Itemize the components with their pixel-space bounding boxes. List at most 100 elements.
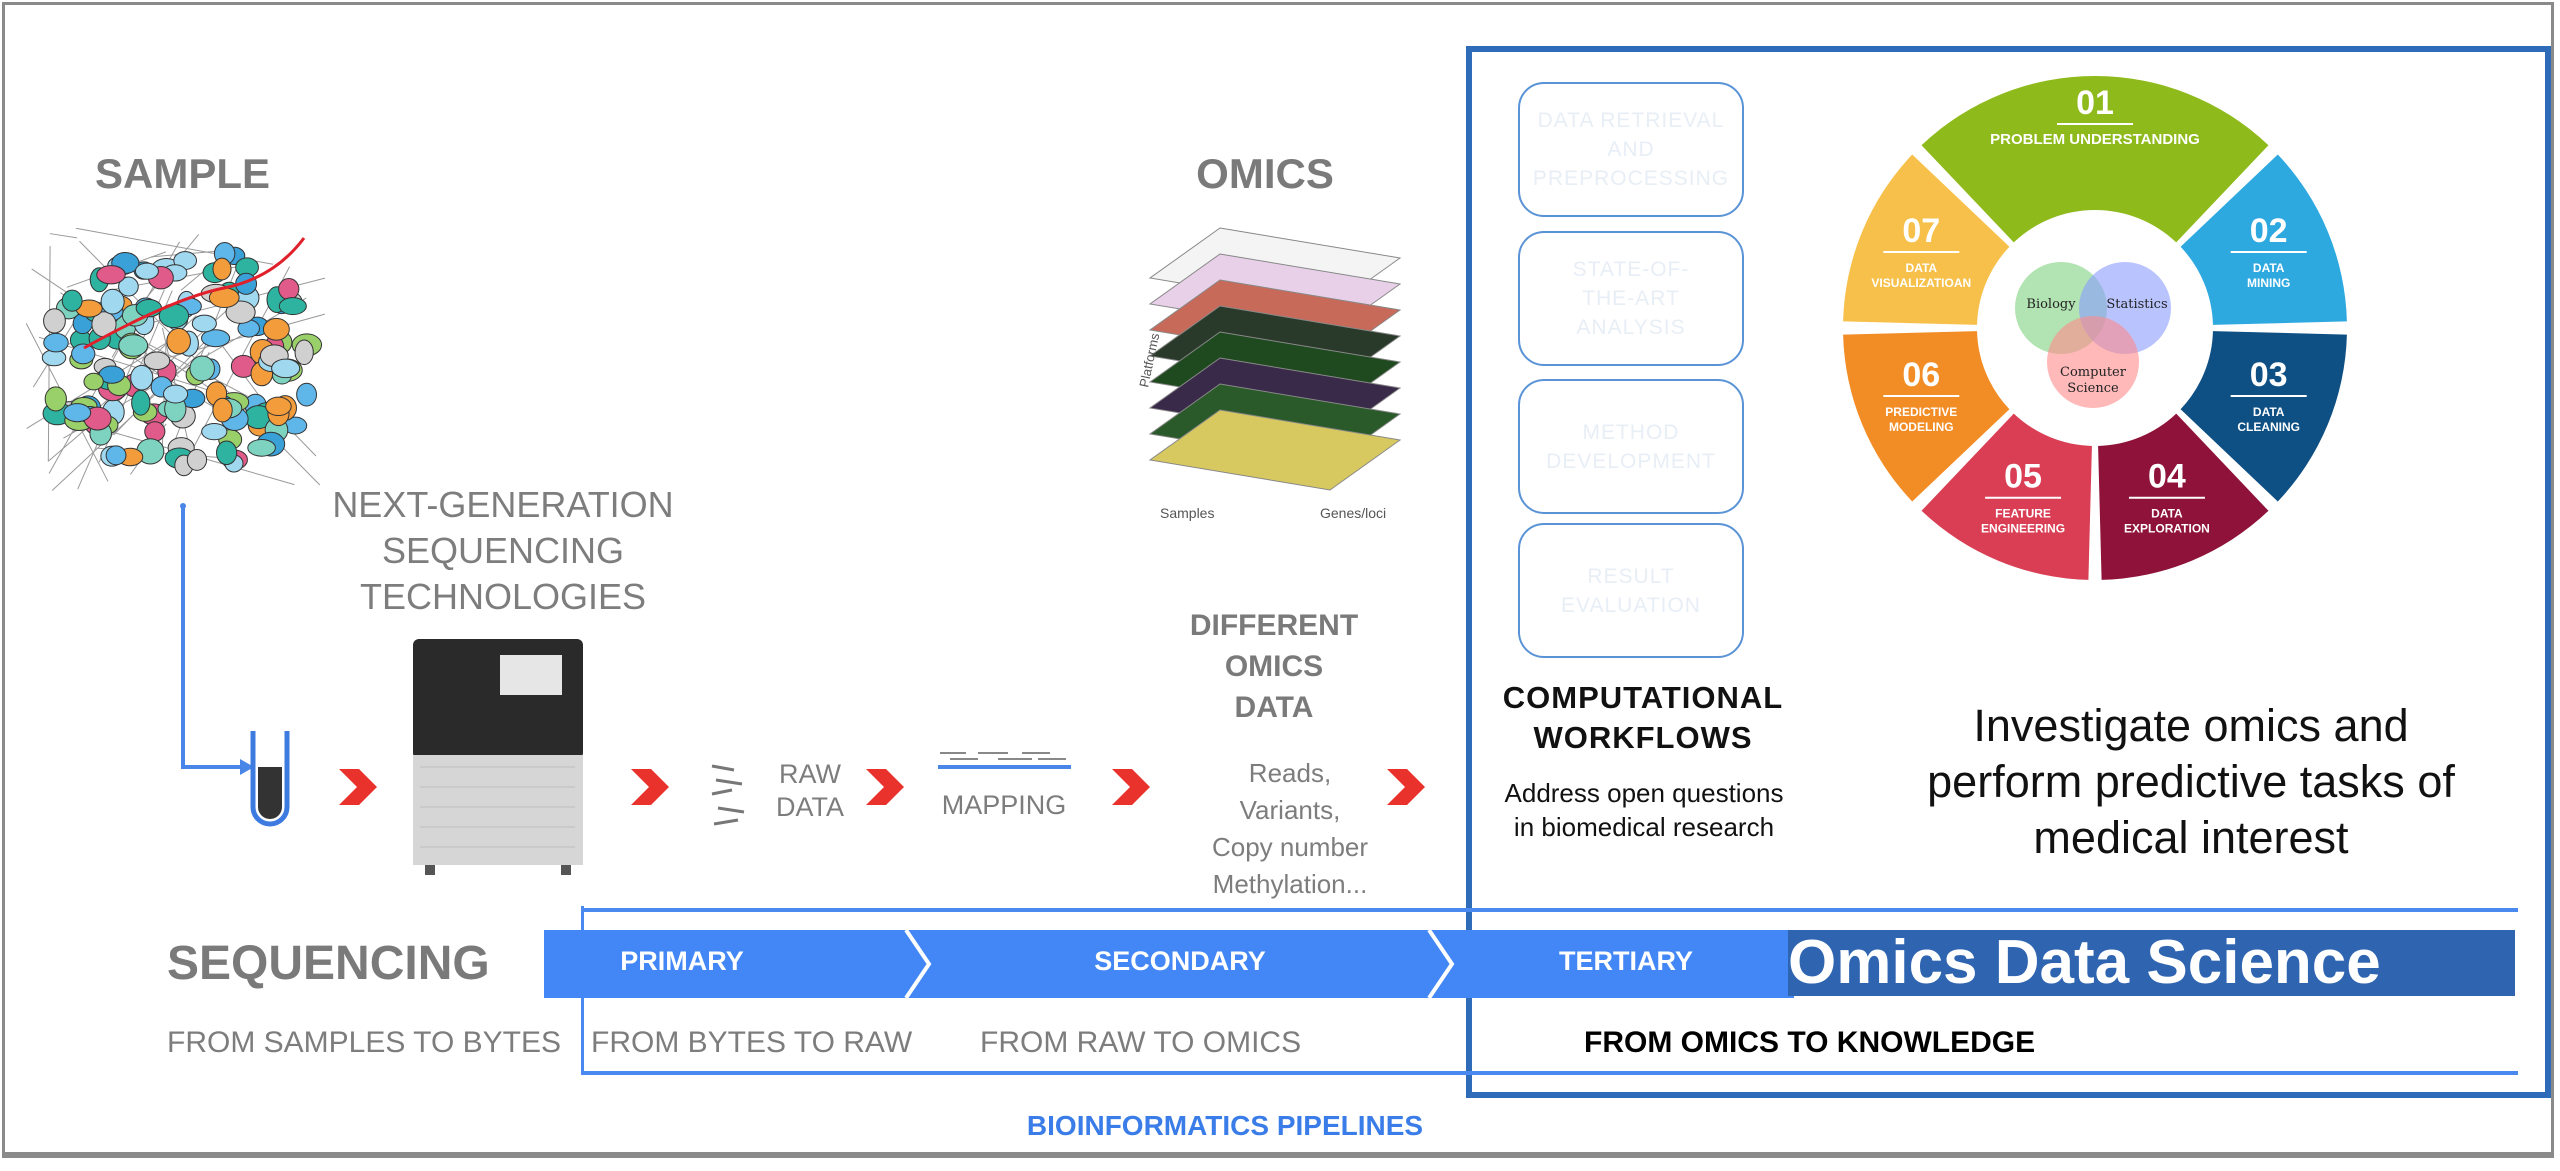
tissue-cell [143, 351, 171, 371]
wheel-segment-label: DATA [2253, 261, 2285, 275]
venn-label: Computer [2060, 365, 2127, 380]
pipeline-stage-bar [544, 930, 1794, 998]
bioinformatics-pipelines-label: BIOINFORMATICS PIPELINES [1026, 1110, 1424, 1141]
wheel-segment-01 [1921, 75, 2269, 243]
pipeline-stage-band [544, 930, 1794, 998]
wheel-segment-number: 02 [2250, 212, 2288, 250]
genes-label: Genes/loci [1320, 505, 1386, 521]
tissue-cell [278, 278, 300, 301]
venn-label: Statistics [2106, 297, 2167, 312]
stage-secondary: SECONDARY [1094, 946, 1266, 976]
mapping-icon [938, 752, 1071, 769]
flow-chevron-icon [339, 769, 377, 805]
tissue-cell [247, 439, 276, 457]
sequencing-label: SEQUENCING [167, 937, 490, 990]
wheel-segment-label: EXPLORATION [2124, 522, 2210, 536]
wheel-segment-label: DATA [1906, 261, 1938, 275]
flow-chevron-icon [1387, 769, 1425, 805]
stage-separator-chevron [1427, 930, 1455, 998]
pipeline-top-line [583, 908, 2518, 912]
venn-label: Science [2067, 381, 2119, 396]
tissue-cell [201, 422, 228, 441]
tissue-cell [100, 288, 125, 315]
flow-chevron-icon [1112, 769, 1150, 805]
mapping-label: MAPPING [941, 790, 1067, 820]
wheel-segment-label: PREDICTIVE [1885, 405, 1957, 419]
tissue-cell [215, 440, 238, 466]
tissue-cell [118, 276, 139, 297]
wheel-segment-02 [2180, 154, 2347, 325]
test-tube-icon [250, 731, 290, 827]
flow-chevron-icon [631, 769, 669, 805]
tissue-cell [118, 334, 149, 357]
wheel-segment-06 [1843, 331, 2010, 502]
tissue-cell [296, 382, 317, 407]
from-samples-to-bytes: FROM SAMPLES TO BYTES [167, 1026, 561, 1059]
wheel-segment-label: MINING [2247, 276, 2290, 290]
tissue-cell [43, 332, 69, 353]
workflow-step-data-retrieval: DATA RETRIEVAL AND PREPROCESSING [1518, 82, 1744, 217]
wheel-segment-number: 04 [2148, 458, 2186, 496]
blood-vessel [83, 237, 306, 350]
tissue-cell [294, 339, 314, 366]
tissue-cell [44, 386, 67, 412]
sequencer-machine-image [413, 639, 583, 875]
from-bytes-to-raw: FROM BYTES TO RAW [591, 1026, 913, 1059]
wheel-segment-07 [1843, 154, 2010, 325]
workflow-step-result-evaluation: RESULT EVALUATION [1518, 523, 1744, 658]
venn-label: Biology [2026, 297, 2076, 312]
samples-label: Samples [1160, 505, 1214, 521]
flow-chevron-icon [866, 769, 904, 805]
wheel-segment-number: 05 [2004, 458, 2042, 496]
tissue-cell [96, 265, 126, 285]
stage-separator-chevron [904, 930, 932, 998]
tissue-cell [43, 308, 66, 334]
tissue-cell [189, 355, 216, 382]
wheel-segment-number: 01 [2076, 84, 2114, 122]
tissue-cell [265, 396, 292, 417]
tissue-fiber [49, 233, 78, 239]
wheel-segment-label: ENGINEERING [1981, 522, 2065, 536]
computational-workflows-subtitle: Address open questions in biomedical res… [1504, 778, 1784, 842]
omics-data-science-banner: Omics Data Science [1788, 930, 2515, 996]
wheel-segment-label: CLEANING [2237, 420, 2300, 434]
stage-tertiary: TERTIARY [1559, 946, 1693, 976]
wheel-segment-label: PROBLEM UNDERSTANDING [1990, 131, 2200, 148]
tissue-cell [186, 449, 208, 471]
tissue-cell [134, 262, 159, 280]
tissue-cell [61, 289, 83, 312]
omics-data-types: Reads, Variants, Copy number Methylation… [1211, 758, 1369, 899]
wheel-segment-number: 07 [1902, 212, 1940, 250]
stage-primary: PRIMARY [620, 946, 744, 976]
wheel-segment-03 [2180, 331, 2347, 502]
tissue-cell [144, 421, 166, 442]
raw-data-label: RAW DATA [775, 759, 845, 822]
wheel-segment-label: FEATURE [1995, 507, 2051, 521]
omics-layer [1148, 409, 1402, 491]
tissue-cell [63, 403, 92, 423]
sample-to-tube-arrow [180, 503, 254, 775]
venn-circle [2047, 316, 2139, 408]
wheel-segment-number: 03 [2250, 356, 2288, 394]
ngs-title: NEXT-GENERATION SEQUENCING TECHNOLOGIES [332, 484, 674, 617]
different-omics-label: DIFFERENT OMICS DATA [1189, 609, 1359, 724]
wheel-segment-label: MODELING [1889, 420, 1954, 434]
from-raw-to-omics: FROM RAW TO OMICS [980, 1026, 1302, 1059]
investigate-text: Investigate omics and perform predictive… [1927, 700, 2455, 863]
tissue-cell [271, 358, 301, 379]
tissue-cell [130, 364, 154, 391]
omics-title: OMICS [1196, 150, 1334, 197]
tissue-sample-image [25, 228, 326, 491]
tissue-cell [262, 317, 290, 341]
workflow-step-state-of-art: STATE-OF- THE-ART ANALYSIS [1518, 231, 1744, 366]
tissue-cell [278, 297, 307, 316]
raw-reads-icon [711, 764, 745, 826]
tissue-cell [162, 384, 189, 404]
tissue-cell [191, 314, 217, 333]
wheel-segment-label: DATA [2253, 405, 2285, 419]
sample-title: SAMPLE [95, 150, 271, 197]
tissue-cell [212, 257, 232, 281]
